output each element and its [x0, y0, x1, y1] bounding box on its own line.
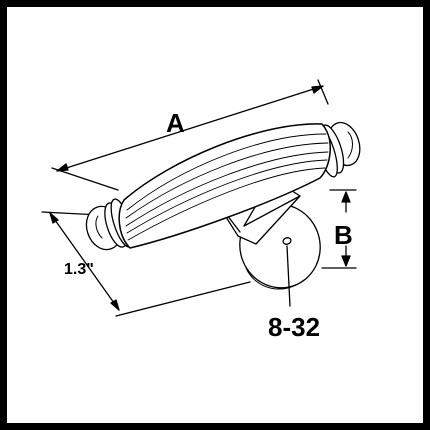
label-b: B	[334, 220, 353, 250]
dimension-a	[51, 79, 329, 191]
thread-leader	[286, 245, 291, 307]
dimension-height	[41, 211, 251, 317]
dimension-b	[321, 189, 357, 269]
label-thread: 8-32	[268, 312, 321, 342]
knob-body	[118, 123, 331, 249]
label-a: A	[166, 108, 185, 138]
label-height: 1.3"	[64, 261, 94, 278]
